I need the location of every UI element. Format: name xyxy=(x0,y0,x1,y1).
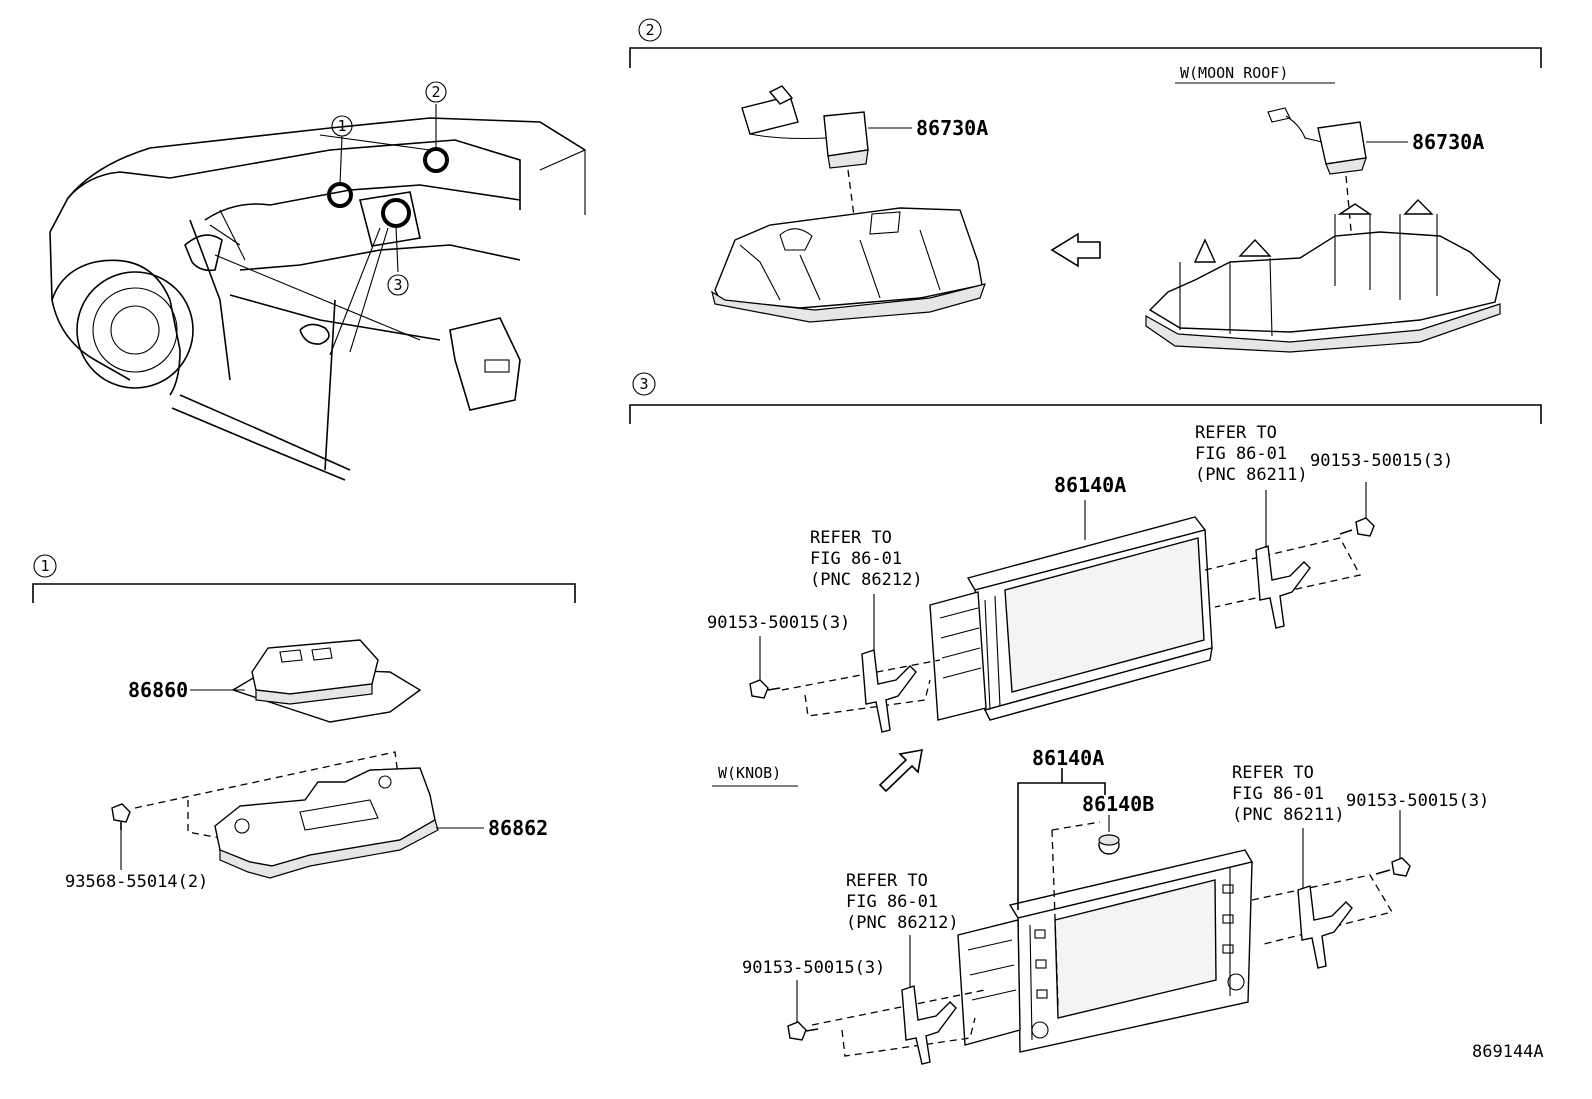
bracket-86862: 86862 xyxy=(134,751,548,879)
refer-lower-left-line1: REFER TO xyxy=(846,871,928,891)
callout-3-marker xyxy=(387,274,409,296)
callout-1-label: 1 xyxy=(337,117,346,135)
vehicle-interior-overview: 1 2 3 xyxy=(49,81,586,481)
section-2-overhead: 2 W(MOON ROOF) 86730A xyxy=(629,18,1542,353)
part-86140A-upper-label: 86140A xyxy=(1054,473,1126,497)
section-1-module: 1 86860 86862 93568-55014(2) xyxy=(32,554,576,892)
knob-variant-label: W(KNOB) xyxy=(718,764,781,782)
refer-lower-right-line1: REFER TO xyxy=(1232,763,1314,783)
screw-upper-right: 90153-50015(3) xyxy=(1310,451,1453,537)
screw-lower-right-label: 90153-50015(3) xyxy=(1346,791,1489,811)
callout-3-label: 3 xyxy=(393,276,402,294)
part-93568-label: 93568-55014(2) xyxy=(65,872,208,892)
screw-upper-right-label: 90153-50015(3) xyxy=(1310,451,1453,471)
section-3-number: 3 xyxy=(639,375,648,393)
moon-roof-variant-label: W(MOON ROOF) xyxy=(1180,64,1288,82)
callout-2-label: 2 xyxy=(431,83,440,101)
part-86860-label: 86860 xyxy=(128,678,188,702)
refer-upper-right-line3: (PNC 86211) xyxy=(1195,465,1308,485)
refer-lower-right-line2: FIG 86-01 xyxy=(1232,784,1324,804)
part-86730A-right-label: 86730A xyxy=(1412,130,1484,154)
display-86140A-lower: 86140A xyxy=(957,746,1254,1053)
screw-lower-left-label: 90153-50015(3) xyxy=(742,958,885,978)
display-86140A-upper: 86140A xyxy=(929,473,1213,721)
section-2-number: 2 xyxy=(645,21,654,39)
lower-left-bracket: REFER TO FIG 86-01 (PNC 86212) xyxy=(811,871,986,1065)
refer-lower-left-line2: FIG 86-01 xyxy=(846,892,938,912)
bolt-93568: 93568-55014(2) xyxy=(65,803,208,892)
upper-right-bracket: REFER TO FIG 86-01 (PNC 86211) xyxy=(1195,423,1361,629)
refer-lower-left-line3: (PNC 86212) xyxy=(846,913,959,933)
part-86862-label: 86862 xyxy=(488,816,548,840)
refer-upper-left-line2: FIG 86-01 xyxy=(810,549,902,569)
refer-upper-right-line2: FIG 86-01 xyxy=(1195,444,1287,464)
microphone-86730A-left: 86730A xyxy=(741,85,988,263)
screw-upper-left-label: 90153-50015(3) xyxy=(707,613,850,633)
refer-lower-right-line3: (PNC 86211) xyxy=(1232,805,1345,825)
part-86140A-lower-label: 86140A xyxy=(1032,746,1104,770)
section-1-badge xyxy=(33,554,57,578)
microphone-86730A-right: 86730A xyxy=(1267,107,1484,329)
part-86730A-left-label: 86730A xyxy=(916,116,988,140)
knob-86140B: 86140B xyxy=(1082,792,1154,855)
figure-id: 869144A xyxy=(1472,1042,1544,1062)
screw-upper-left: 90153-50015(3) xyxy=(707,613,850,699)
screw-lower-right: 90153-50015(3) xyxy=(1346,791,1489,877)
section-3-badge xyxy=(632,372,656,396)
screw-lower-left: 90153-50015(3) xyxy=(742,958,885,1041)
refer-upper-left-line3: (PNC 86212) xyxy=(810,570,923,590)
arrow-up-right-icon xyxy=(878,749,923,793)
arrow-left-icon xyxy=(1050,232,1101,268)
callout-2-marker xyxy=(425,81,447,103)
upper-left-bracket: REFER TO FIG 86-01 (PNC 86212) xyxy=(781,528,941,733)
refer-upper-right-line1: REFER TO xyxy=(1195,423,1277,443)
overhead-console-left xyxy=(711,207,986,323)
callout-1-marker xyxy=(331,115,353,137)
part-86140B-label: 86140B xyxy=(1082,792,1154,816)
section-2-badge xyxy=(638,18,662,42)
module-86860: 86860 xyxy=(128,639,422,723)
refer-upper-left-line1: REFER TO xyxy=(810,528,892,548)
section-3-display: 3 86140A REFER TO FIG 86-01 (PNC 86211) xyxy=(629,372,1542,1065)
section-1-number: 1 xyxy=(40,557,49,575)
lower-right-bracket: REFER TO FIG 86-01 (PNC 86211) xyxy=(1232,763,1394,969)
overhead-console-right xyxy=(1145,198,1501,353)
